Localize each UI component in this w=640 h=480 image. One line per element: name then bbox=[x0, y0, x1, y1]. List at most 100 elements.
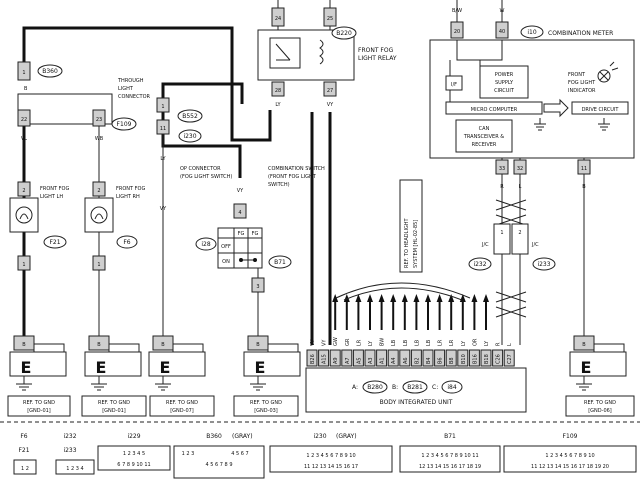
body-pin-label: A9 bbox=[333, 357, 339, 364]
meter-pin-20-box bbox=[450, 21, 464, 39]
meter-if-label: I/F bbox=[451, 82, 457, 88]
body-pin-box-12 bbox=[445, 349, 457, 367]
ground-ref-line1: REF. TO GND bbox=[98, 400, 130, 406]
jc-i232-block bbox=[493, 223, 511, 255]
switch-on-dot-1 bbox=[239, 258, 243, 262]
meter-wire-l: L bbox=[519, 184, 522, 190]
body-pin-wire: LY bbox=[368, 340, 374, 346]
switch-position-off: OFF bbox=[221, 244, 231, 250]
body-pin-label: B16 bbox=[472, 354, 478, 364]
ground-ref-line2: [GND-01] bbox=[102, 408, 126, 414]
b71-connector-tag bbox=[268, 255, 292, 269]
footer-f21-face bbox=[13, 459, 37, 475]
footer-b360-gray: (GRAY) bbox=[232, 433, 253, 440]
footer-i229: i229 bbox=[127, 433, 140, 440]
body-pin-box-8 bbox=[399, 349, 411, 367]
body-pin-label: A4 bbox=[391, 357, 397, 364]
fog-lh-filament bbox=[19, 213, 29, 220]
i10-connector-label: i10 bbox=[527, 29, 536, 36]
footer-b360-face bbox=[173, 445, 265, 479]
body-pin-box-1 bbox=[318, 349, 330, 367]
op-line2: (FOG LIGHT SWITCH) bbox=[180, 174, 232, 180]
f6-connector-label: F6 bbox=[123, 239, 130, 246]
footer-b360-title: B360 bbox=[206, 433, 222, 440]
meter-pin-32-box bbox=[513, 159, 527, 175]
footer-i233: i233 bbox=[63, 447, 76, 454]
op-pin-11-box bbox=[156, 119, 170, 135]
ground-ref-line2: [GND-06] bbox=[588, 408, 612, 414]
footer-i233-pins: 1 2 3 4 bbox=[66, 466, 84, 472]
body-pin-wire: GR bbox=[345, 338, 351, 346]
footer-f109-face bbox=[503, 445, 637, 473]
body-prefix-b: B: bbox=[392, 384, 398, 391]
body-unit-input-arrows bbox=[332, 282, 489, 330]
can-transceiver-box bbox=[455, 119, 513, 153]
meter-pin-40-box bbox=[495, 21, 509, 39]
b280-connector-tag bbox=[362, 380, 388, 394]
body-pin-label: B8 bbox=[449, 357, 455, 364]
body-pin-box-9 bbox=[410, 349, 422, 367]
ground-symbol-e: E bbox=[96, 358, 107, 377]
op-pin-1-box bbox=[156, 97, 170, 113]
ground-connector-tab bbox=[593, 343, 625, 353]
ground-ref-box-1 bbox=[81, 395, 147, 417]
body-pin-box-6 bbox=[376, 349, 388, 367]
footer-f109-row2: 11 12 13 14 15 16 17 18 19 20 bbox=[531, 464, 609, 470]
b360-pin: 1 bbox=[22, 70, 25, 76]
i232-connector-tag bbox=[468, 257, 492, 271]
b71-connector-label: B71 bbox=[274, 259, 286, 266]
f6-connector-tag bbox=[116, 235, 138, 249]
body-pin-wire: GW bbox=[333, 337, 339, 346]
f109-wire-1: VL bbox=[21, 136, 27, 142]
ground-ref-line2: [GND-07] bbox=[170, 408, 194, 414]
body-prefix-c: C: bbox=[432, 384, 438, 391]
switch-pin-3: 3 bbox=[256, 284, 259, 290]
ground-icon bbox=[155, 376, 171, 391]
ground-icon bbox=[576, 376, 592, 391]
footer-i233-face bbox=[55, 459, 95, 475]
ground-wire-label: B bbox=[161, 342, 165, 348]
jc-pin-1: 1 bbox=[500, 230, 503, 236]
ground-connector-body bbox=[84, 351, 142, 377]
body-pin-wire: LR bbox=[449, 339, 455, 346]
switch-header-2: FG bbox=[252, 231, 259, 237]
body-prefix-a: A: bbox=[352, 384, 358, 391]
body-pin-wire: OR bbox=[472, 338, 478, 346]
body-pin-box-5 bbox=[364, 349, 376, 367]
relay-pin-27: 27 bbox=[327, 88, 333, 94]
f109-pin-23-box bbox=[92, 109, 106, 127]
combo-line2: (FRONT FOG LIGHT bbox=[268, 174, 317, 180]
i28-connector-tag bbox=[195, 237, 217, 251]
relay-pin-27-box bbox=[323, 81, 337, 97]
footer-f21: F21 bbox=[18, 447, 29, 454]
twisted-pair-marks bbox=[495, 199, 527, 318]
ground-wire-label: B bbox=[582, 342, 586, 348]
b280-connector-label: B280 bbox=[367, 384, 383, 391]
f109-pin-22: 22 bbox=[21, 117, 27, 123]
body-pin-label: B18 bbox=[484, 354, 490, 364]
footer-i229-face bbox=[97, 445, 171, 471]
micro-computer-label: MICRO COMPUTER bbox=[471, 107, 518, 113]
fog-lh-bot-box bbox=[17, 255, 31, 271]
ground-connector-body bbox=[243, 351, 301, 377]
i28-connector-label: i28 bbox=[201, 241, 210, 248]
body-input-arrow-head bbox=[483, 294, 489, 302]
drive-circuit-box bbox=[571, 101, 629, 115]
b552-connector-tag bbox=[177, 109, 203, 123]
switch-pin-3-box bbox=[251, 277, 265, 293]
op-pin-1: 1 bbox=[161, 104, 164, 110]
fog-rh-pin-box bbox=[92, 181, 106, 197]
ground-symbol-e: E bbox=[255, 358, 266, 377]
fog-lh-line1: FRONT FOG bbox=[40, 186, 69, 192]
meter-pin-11-box bbox=[577, 159, 591, 175]
body-pin-wire: BW bbox=[380, 338, 386, 346]
fog-rh-bulb-icon bbox=[90, 206, 108, 224]
body-input-arrow-head bbox=[390, 294, 397, 302]
i84-connector-label: i84 bbox=[447, 384, 456, 391]
meter-pin-33-box bbox=[495, 159, 509, 175]
can-line1: CAN bbox=[479, 126, 490, 132]
footer-b71-row1: 1 2 3 4 5 6 7 8 9 10 11 bbox=[421, 453, 478, 459]
ground-connector-tab bbox=[172, 343, 204, 353]
i233-connector-label: i233 bbox=[537, 261, 550, 268]
